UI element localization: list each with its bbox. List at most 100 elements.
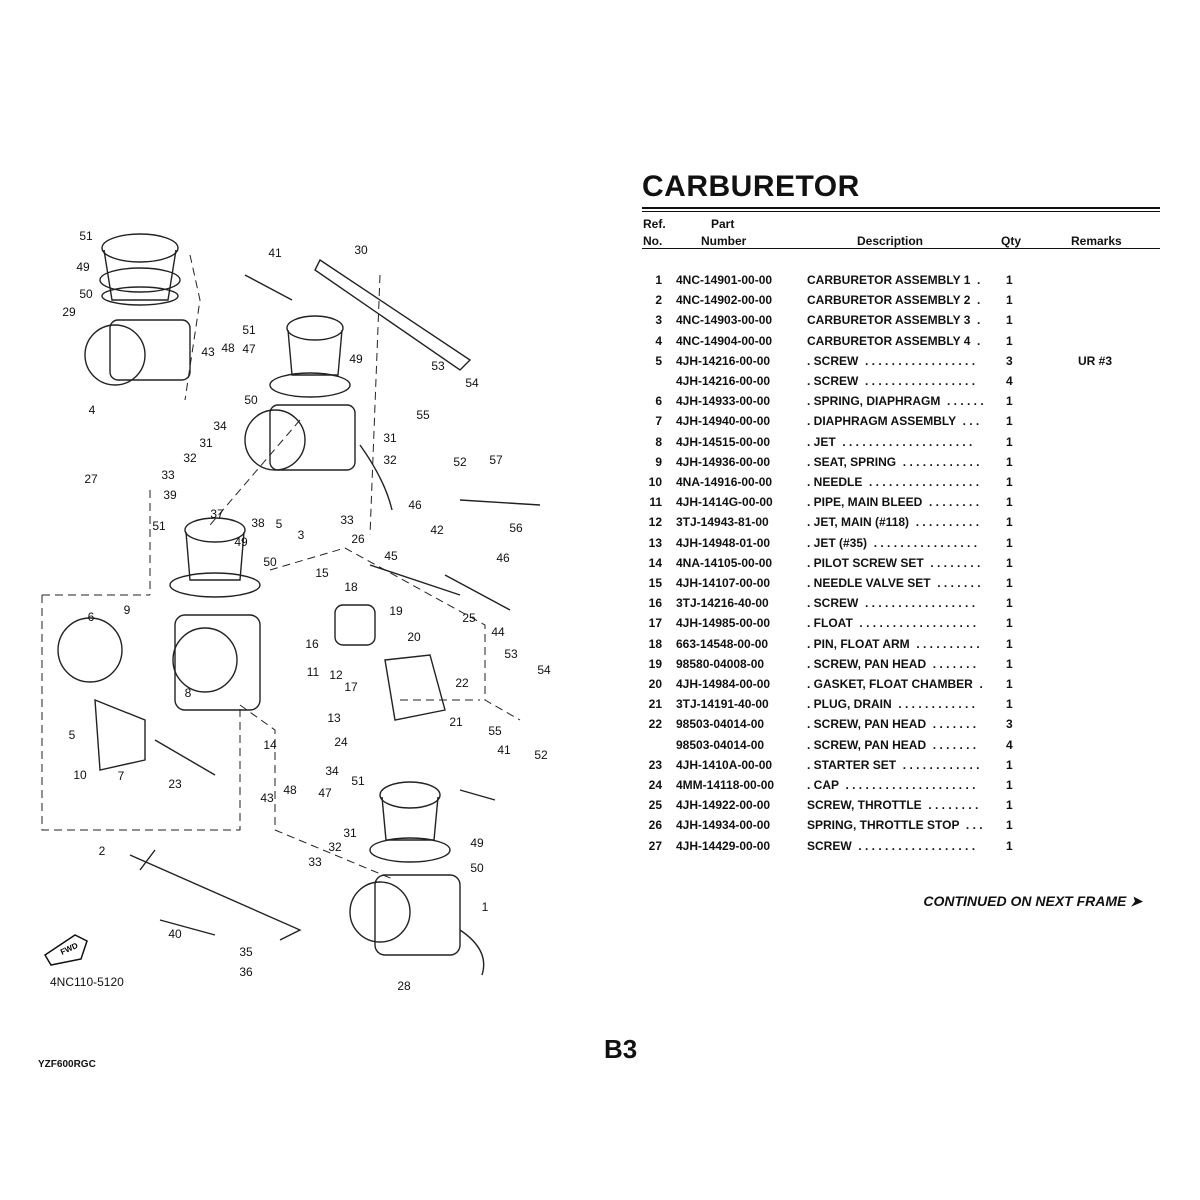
part-number: 98580-04008-00	[676, 656, 765, 671]
col-description: Description	[857, 234, 924, 248]
description: CARBURETOR ASSEMBLY 4 .	[807, 333, 981, 348]
quantity: 1	[1006, 798, 1013, 813]
callout-number: 49	[76, 260, 90, 274]
callout-number: 51	[242, 323, 256, 337]
ref-no: 2	[655, 293, 662, 308]
diagram-dashed-lines	[41, 254, 521, 881]
quantity: 1	[1006, 333, 1013, 348]
description: SPRING, THROTTLE STOP . . .	[807, 818, 983, 833]
callout-number: 27	[84, 472, 98, 486]
callout-number: 5	[69, 728, 76, 742]
callout-number: 51	[79, 229, 93, 243]
part-number: 4NA-14916-00-00	[676, 475, 773, 489]
table-row: 4JH-14216-00-00. SCREW . . . . . . . . .…	[642, 374, 1160, 394]
description: . SEAT, SPRING . . . . . . . . . . . .	[807, 454, 980, 469]
callout-number: 47	[242, 342, 256, 356]
quantity: 1	[1006, 757, 1013, 772]
quantity: 4	[1006, 374, 1013, 388]
callout-number: 50	[470, 861, 484, 875]
callout-number: 52	[534, 748, 548, 762]
ref-no: 4	[655, 333, 662, 348]
description: . DIAPHRAGM ASSEMBLY . . .	[807, 414, 980, 429]
part-number: 4JH-14515-00-00	[676, 434, 771, 449]
remarks: UR #3	[1078, 353, 1113, 368]
part-number: 4NA-14105-00-00	[676, 555, 773, 570]
callout-number: 33	[161, 468, 175, 482]
ref-no: 1	[655, 273, 662, 287]
callout-number: 41	[268, 246, 282, 260]
callout-number: 35	[239, 945, 253, 959]
part-number: 4JH-14948-01-00	[676, 535, 771, 550]
part-number: 4JH-1414G-00-00	[676, 495, 773, 510]
callout-number: 47	[318, 786, 332, 800]
part-number: 4JH-14985-00-00	[676, 616, 771, 631]
col-ref-line1: Ref.	[643, 217, 666, 231]
callout-number: 42	[430, 523, 444, 537]
part-number: 98503-04014-00	[676, 717, 765, 732]
ref-no: 16	[648, 596, 662, 611]
col-ref-line2: No.	[643, 234, 663, 248]
callout-number: 2	[99, 844, 106, 858]
part-number: 4NC-14901-00-00	[676, 273, 773, 287]
ref-no: 26	[648, 818, 662, 833]
callout-number: 16	[305, 637, 319, 651]
callout-number: 26	[351, 532, 365, 546]
quantity: 1	[1006, 677, 1013, 691]
description: . GASKET, FLOAT CHAMBER .	[807, 677, 983, 691]
quantity: 1	[1006, 616, 1013, 631]
quantity: 1	[1006, 778, 1013, 792]
callout-number: 12	[329, 668, 343, 682]
description: . SCREW, PAN HEAD . . . . . . .	[807, 717, 977, 732]
part-number: 98503-04014-00	[676, 737, 765, 752]
callout-number: 44	[491, 625, 505, 639]
description: . SCREW . . . . . . . . . . . . . . . . …	[807, 353, 976, 368]
quantity: 1	[1006, 495, 1013, 510]
quantity: 1	[1006, 434, 1013, 449]
diagram-reference-code: 4NC110-5120	[50, 975, 124, 989]
description: CARBURETOR ASSEMBLY 3 .	[807, 313, 981, 328]
callout-number: 50	[263, 555, 277, 569]
col-part-line2: Number	[701, 234, 747, 248]
callout-number: 6	[88, 610, 95, 624]
callout-number: 32	[383, 453, 397, 467]
callout-number: 32	[328, 840, 342, 854]
callout-number: 24	[334, 735, 348, 749]
ref-no: 7	[655, 414, 662, 429]
part-number: 4JH-14922-00-00	[676, 798, 771, 813]
part-number: 4JH-14936-00-00	[676, 454, 771, 469]
callout-number: 20	[407, 630, 421, 644]
callout-number: 22	[455, 676, 469, 690]
part-number: 663-14548-00-00	[676, 636, 769, 651]
callout-number: 15	[315, 566, 329, 580]
page-title: CARBURETOR	[642, 170, 860, 203]
description: CARBURETOR ASSEMBLY 2 .	[807, 293, 981, 308]
callout-number: 29	[62, 305, 76, 319]
part-number: 3TJ-14943-81-00	[676, 515, 769, 530]
quantity: 1	[1006, 394, 1013, 409]
quantity: 1	[1006, 414, 1013, 429]
callout-number: 18	[344, 580, 358, 594]
callout-number: 54	[537, 663, 551, 677]
callout-number: 43	[201, 345, 215, 359]
callout-number: 36	[239, 965, 253, 979]
callout-number: 53	[504, 647, 518, 661]
quantity: 1	[1006, 818, 1013, 833]
quantity: 3	[1006, 717, 1013, 732]
description: SCREW . . . . . . . . . . . . . . . . . …	[807, 838, 976, 853]
title-rule	[642, 207, 1160, 212]
callout-number: 48	[283, 783, 297, 797]
part-number: 4JH-14429-00-00	[676, 838, 771, 853]
part-number: 3TJ-14191-40-00	[676, 697, 769, 712]
quantity: 1	[1006, 313, 1013, 328]
callout-number: 48	[221, 341, 235, 355]
